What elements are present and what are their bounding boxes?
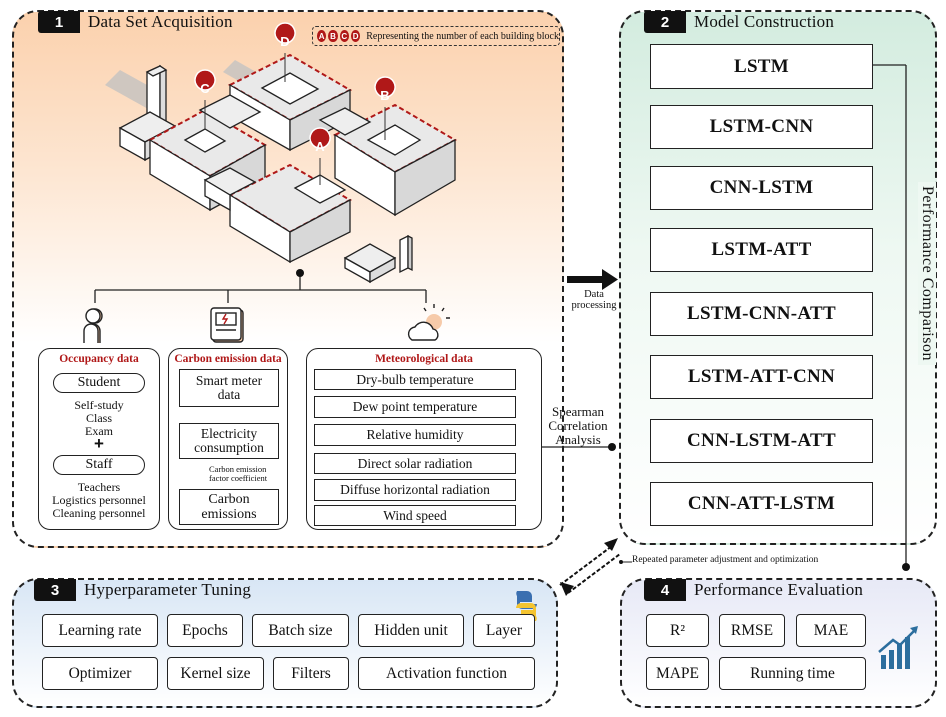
smart-meter-box: Smart meter data [179,369,279,407]
data-processing-label: Data processing [571,289,617,311]
model-node [902,563,910,571]
model-connector-lines [873,64,907,565]
model-lstm-att: LSTM-ATT [650,228,873,272]
met-item-diffuse-horizontal: Diffuse horizontal radiation [314,479,516,501]
campus-building-illustration [105,53,458,284]
carbon-factor-label: Carbon emission factor coefficient [209,464,268,483]
smart-meter-icon [210,307,244,343]
hp-optimizer: Optimizer [42,657,158,690]
carbon-emission-data-panel: Carbon emission data Smart meter data El… [168,348,288,530]
performance-comparison-label: Performance Comparison [918,182,936,365]
hp-learning-rate: Learning rate [42,614,158,647]
section-2-header: 2 Model Construction [644,11,834,33]
section-1-number: 1 [38,11,80,33]
hp-epochs: Epochs [167,614,243,647]
hp-hidden-unit: Hidden unit [358,614,464,647]
electricity-consumption-box: Electricity consumption [179,423,279,459]
legend-badge-d: D [350,30,361,42]
hp-batch-size: Batch size [252,614,349,647]
connector-node [296,269,304,277]
meteorological-data-title: Meteorological data [375,353,473,365]
met-item-direct-solar: Direct solar radiation [314,453,516,474]
metric-running-time: Running time [719,657,866,690]
student-item-class: Class [85,411,112,425]
repeated-optimization-label: Repeated parameter adjustment and optimi… [632,555,819,565]
model-lstm-cnn-att: LSTM-CNN-ATT [650,292,873,336]
section-4-number: 4 [644,579,686,601]
pin-label-b: B [380,88,390,103]
met-item-dew-point: Dew point temperature [314,396,516,418]
met-item-dry-bulb: Dry-bulb temperature [314,369,516,390]
section-4-title: Performance Evaluation [694,580,864,599]
section-1-title: Data Set Acquisition [88,12,233,31]
arrow-head-up [604,538,618,551]
growth-chart-icon [878,626,918,669]
pin-label-d: D [280,34,290,49]
section-1-header: 1 Data Set Acquisition [38,11,233,33]
data-processing-arrow [567,269,618,290]
pin-label-a: A [315,139,325,154]
spearman-node [608,443,616,451]
spearman-label: Spearman Correlation Analysis [548,404,608,447]
section-3-title: Hyperparameter Tuning [84,580,252,599]
person-icon [83,308,103,343]
section-3-header: 3 Hyperparameter Tuning [34,579,251,601]
staff-item-cleaning: Cleaning personnel [52,506,146,520]
staff-box: Staff [53,455,145,475]
legend-text: Representing the number of each building… [366,30,559,42]
student-item-exam: Exam [85,424,113,438]
model-cnn-lstm: CNN-LSTM [650,166,873,210]
model-lstm-cnn: LSTM-CNN [650,105,873,149]
met-item-relative-humidity: Relative humidity [314,424,516,446]
section-4-header: 4 Performance Evaluation [644,579,863,601]
occupancy-data-panel: Occupancy data Student Self-study Class … [38,348,160,530]
section-2-number: 2 [644,11,686,33]
carbon-emissions-box: Carbon emissions [179,489,279,525]
plus-sign: + [94,434,104,453]
building-legend: A B C D Representing the number of each … [312,26,560,46]
legend-badge-b: B [328,30,338,42]
building-pins [194,22,396,185]
model-cnn-lstm-att: CNN-LSTM-ATT [650,419,873,463]
section-2-title: Model Construction [694,12,835,31]
legend-badge-a: A [317,30,327,42]
hp-kernel-size: Kernel size [167,657,264,690]
model-lstm: LSTM [650,44,873,89]
staff-item-teachers: Teachers [77,480,121,494]
weather-icon [407,304,450,341]
occupancy-data-title: Occupancy data [59,353,139,365]
hp-activation-function: Activation function [358,657,535,690]
student-box: Student [53,373,145,393]
metric-r2: R² [646,614,709,647]
legend-badge-c: C [339,30,349,42]
arrow-head-down [560,582,574,596]
repeated-optimization-arrows [559,545,621,594]
metric-rmse: RMSE [719,614,785,647]
model-cnn-att-lstm: CNN-ATT-LSTM [650,482,873,526]
repeated-label-dot [619,560,623,564]
staff-item-logistics: Logistics personnel [52,493,146,507]
metric-mae: MAE [796,614,866,647]
student-item-self-study: Self-study [74,398,124,412]
met-item-wind-speed: Wind speed [314,505,516,526]
pin-label-c: C [200,81,210,96]
hp-filters: Filters [273,657,349,690]
hp-layer: Layer [473,614,535,647]
carbon-emission-data-title: Carbon emission data [174,353,282,365]
section-3-number: 3 [34,579,76,601]
metric-mape: MAPE [646,657,709,690]
model-lstm-att-cnn: LSTM-ATT-CNN [650,355,873,399]
